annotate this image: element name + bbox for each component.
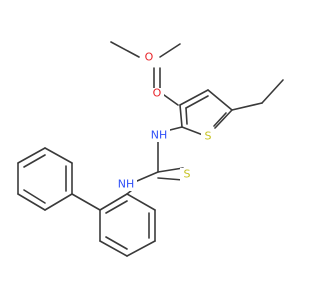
atom-labels: O O S S NH NH [115, 51, 215, 191]
atom-ring-S: S [201, 130, 215, 143]
structure-canvas: O O S S NH NH [17, 41, 284, 257]
atom-thio-S: S [180, 168, 194, 181]
bond-C2-C3-inner [185, 107, 188, 125]
thio-S-label: S [184, 168, 191, 181]
bond-ph3 [17, 147, 46, 164]
NH-upper-label: NH [151, 129, 168, 142]
atom-NH-lower: NH [115, 178, 137, 191]
bonds [17, 41, 284, 257]
atom-NH-upper: NH [148, 129, 170, 142]
bond-O-carbonylC [159, 43, 181, 58]
bond-CH2-CH3 [261, 79, 284, 104]
bond-ar6 [99, 193, 128, 211]
ring-S-label: S [205, 130, 212, 143]
bond-C3-C4-inner [185, 95, 209, 109]
bond-C-S-double-1 [157, 167, 184, 173]
bond-ar4 [99, 240, 128, 257]
bond-ph5 [17, 193, 46, 211]
bond-methyl-O [110, 41, 140, 58]
bond-ar1 [126, 193, 156, 211]
bond-C-NH2 [136, 171, 159, 182]
bond-ar3 [126, 240, 156, 257]
molecule-structure: O O S S NH NH [17, 41, 284, 257]
carbonyl-O-label: O [153, 87, 162, 100]
atom-methyl-O: O [142, 51, 156, 64]
bond-C2-C3 [179, 104, 183, 128]
bond-C3-C4 [179, 89, 209, 106]
atom-carbonyl-O: O [150, 87, 164, 101]
bond-ar6-inner [105, 200, 128, 214]
bond-C-S-double-2 [157, 177, 184, 181]
bond-C5-CH2 [231, 102, 263, 111]
methyl-O-label: O [145, 51, 154, 64]
bond-ph3-inner [23, 154, 46, 168]
bond-ar4-inner [105, 236, 128, 250]
NH-lower-label: NH [118, 178, 135, 191]
bond-ph5-inner [23, 189, 46, 204]
bond-biphenyl-link [71, 193, 101, 211]
bond-C5-S-inner [213, 112, 227, 127]
bond-S-C2 [181, 126, 204, 136]
bond-C4-C5 [207, 89, 233, 111]
bond-ph6 [44, 193, 73, 211]
bond-C5-S [214, 109, 233, 129]
bond-ph2 [44, 147, 73, 164]
